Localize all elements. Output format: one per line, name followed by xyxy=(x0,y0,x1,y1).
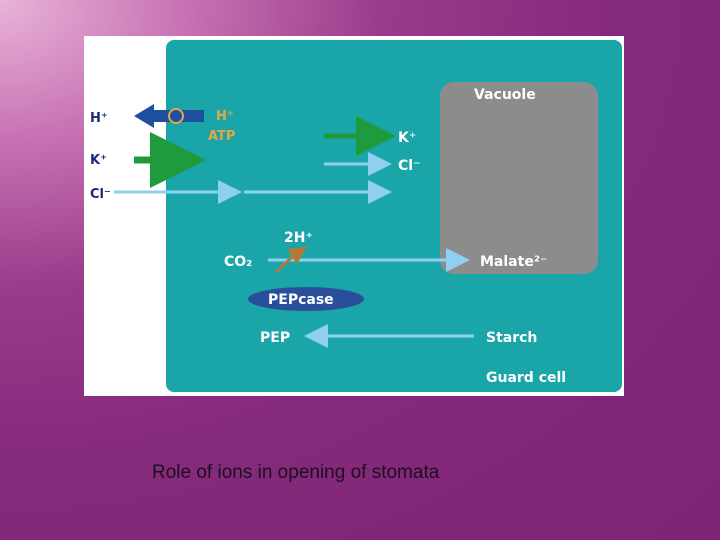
stomata-ion-diagram: Vacuole H⁺ K⁺ Cl⁻ H⁺ ATP K⁺ Cl⁻ 2H⁺ CO₂ … xyxy=(90,40,622,392)
pepcase-label: PEPcase xyxy=(268,292,334,308)
pump-h-plus-label: H⁺ xyxy=(216,109,234,124)
vacuole-label: Vacuole xyxy=(474,87,536,103)
outside-h-plus-label: H⁺ xyxy=(90,111,108,126)
diagram-figure: Vacuole H⁺ K⁺ Cl⁻ H⁺ ATP K⁺ Cl⁻ 2H⁺ CO₂ … xyxy=(84,36,624,396)
outside-cl-minus-label: Cl⁻ xyxy=(90,187,111,202)
outside-k-plus-label: K⁺ xyxy=(90,153,107,168)
proton-pump-arrow xyxy=(134,104,204,128)
pump-atp-label: ATP xyxy=(208,129,235,144)
malate-label: Malate²⁻ xyxy=(480,254,547,270)
guard-cell-label: Guard cell xyxy=(486,370,566,386)
pep-label: PEP xyxy=(260,330,290,346)
starch-label: Starch xyxy=(486,330,537,346)
two-h-plus-label: 2H⁺ xyxy=(284,230,313,246)
vacuole-cl-minus-label: Cl⁻ xyxy=(398,158,420,174)
vacuole xyxy=(440,82,598,274)
atp-pump-icon xyxy=(168,108,184,124)
pepcase-enzyme xyxy=(248,287,364,311)
proton-release-arrow xyxy=(274,246,307,274)
figure-caption: Role of ions in opening of stomata xyxy=(152,462,440,483)
vacuole-k-plus-label: K⁺ xyxy=(398,130,416,146)
co2-label: CO₂ xyxy=(224,254,252,270)
